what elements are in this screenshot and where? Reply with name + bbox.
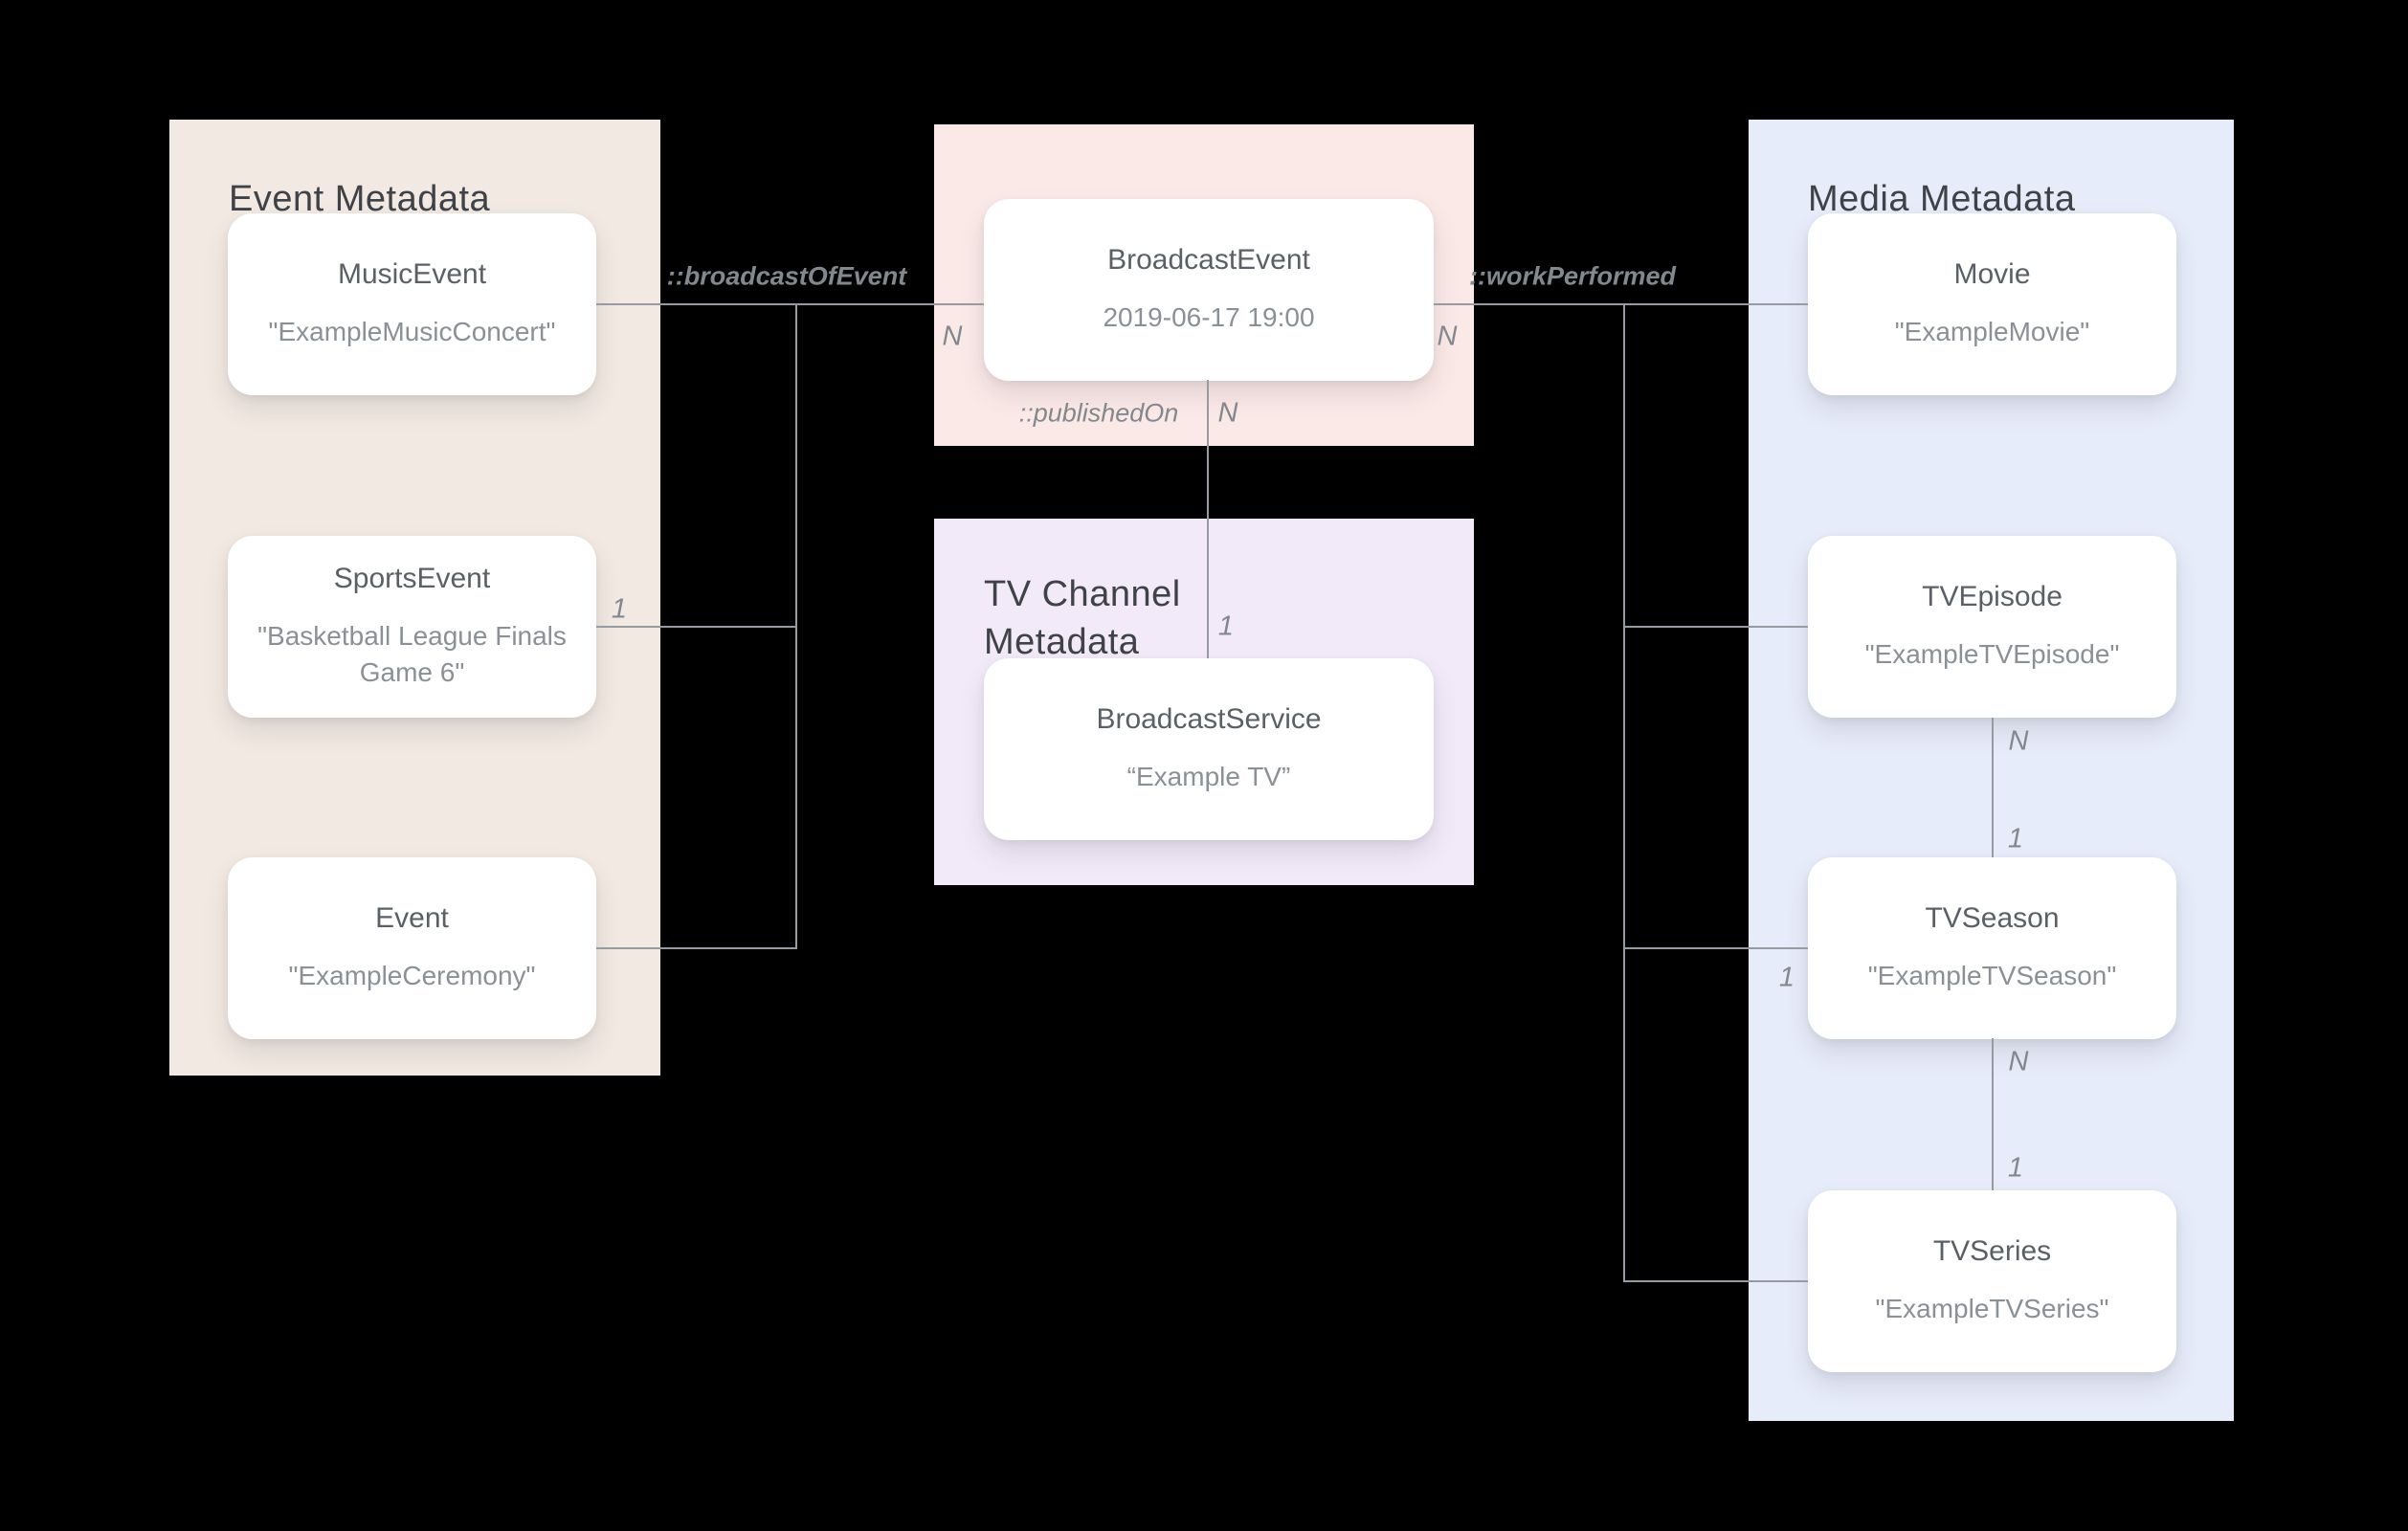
node-title: TVSeries xyxy=(1932,1235,2052,1268)
edge-label-published-on: ::publishedOn xyxy=(1018,398,1179,428)
panel-tv-channel-metadata: TV Channel Metadata BroadcastService “Ex… xyxy=(934,519,1474,885)
node-value: "Basketball League Finals Game 6" xyxy=(257,621,567,687)
edge-tvepisode-branch xyxy=(1624,626,1808,628)
cardinality-label: 1 xyxy=(2007,823,2024,854)
node-title: Event xyxy=(375,902,449,935)
cardinality-label: N xyxy=(2008,1046,2029,1077)
media-metadata-title: Media Metadata xyxy=(1808,178,2076,219)
node-tv-episode: TVEpisode "ExampleTVEpisode" xyxy=(1808,536,2176,718)
tv-channel-metadata-title: TV Channel Metadata xyxy=(984,573,1181,662)
node-value: 2019-06-17 19:00 xyxy=(1103,302,1315,333)
panel-event-metadata: Event Metadata MusicEvent "ExampleMusicC… xyxy=(169,120,660,1076)
node-broadcast-service: BroadcastService “Example TV” xyxy=(984,658,1434,840)
panel-media-metadata: Media Metadata Movie "ExampleMovie" TVEp… xyxy=(1749,120,2234,1421)
cardinality-label: 1 xyxy=(611,593,628,625)
edge-label-broadcast-of-event: ::broadcastOfEvent xyxy=(666,261,907,291)
node-tv-season: TVSeason "ExampleTVSeason" xyxy=(1808,857,2176,1039)
cardinality-label: N xyxy=(1217,397,1238,429)
edge-left-trunk xyxy=(795,303,797,949)
edge-musicevent-broadcastevent xyxy=(596,303,984,305)
edge-label-work-performed: ::workPerformed xyxy=(1468,261,1677,291)
node-sports-event: SportsEvent "Basketball League Finals Ga… xyxy=(228,536,596,718)
node-title: TVSeason xyxy=(1925,902,2060,935)
node-title: Movie xyxy=(1953,258,2031,291)
node-tv-series: TVSeries "ExampleTVSeries" xyxy=(1808,1190,2176,1372)
edge-right-trunk xyxy=(1623,303,1625,1282)
node-value: "ExampleTVEpisode" xyxy=(1864,639,2120,670)
node-movie: Movie "ExampleMovie" xyxy=(1808,213,2176,395)
node-value: “Example TV” xyxy=(1126,762,1291,792)
cardinality-label: N xyxy=(942,321,963,352)
edge-tvseason-tvseries xyxy=(1992,1038,1994,1190)
node-value: "ExampleMusicConcert" xyxy=(268,317,556,347)
node-value: "ExampleTVSeries" xyxy=(1875,1294,2109,1324)
node-broadcast-event: BroadcastEvent 2019-06-17 19:00 xyxy=(984,199,1434,381)
edge-tvseason-branch xyxy=(1624,947,1808,949)
node-music-event: MusicEvent "ExampleMusicConcert" xyxy=(228,213,596,395)
node-title: TVEpisode xyxy=(1922,581,2062,613)
node-title: MusicEvent xyxy=(337,258,487,291)
edge-sportsevent-branch xyxy=(596,626,795,628)
node-title: SportsEvent xyxy=(333,563,491,595)
cardinality-label: N xyxy=(1437,321,1458,352)
edge-broadcastevent-broadcastservice xyxy=(1207,380,1209,658)
node-value: "ExampleCeremony" xyxy=(288,961,536,991)
node-title: BroadcastService xyxy=(1096,703,1322,736)
panel-broadcast-event: BroadcastEvent 2019-06-17 19:00 xyxy=(934,124,1474,446)
cardinality-label: 1 xyxy=(2007,1152,2024,1184)
node-value: "ExampleMovie" xyxy=(1894,317,2090,347)
cardinality-label: 1 xyxy=(1778,962,1795,993)
edge-tvepisode-tvseason xyxy=(1992,718,1994,857)
cardinality-label: 1 xyxy=(1217,610,1235,642)
edge-tvseries-branch xyxy=(1624,1280,1808,1282)
node-event: Event "ExampleCeremony" xyxy=(228,857,596,1039)
node-title: BroadcastEvent xyxy=(1107,244,1310,277)
node-value: "ExampleTVSeason" xyxy=(1867,961,2117,991)
cardinality-label: N xyxy=(2008,725,2029,757)
event-metadata-title: Event Metadata xyxy=(229,178,491,219)
edge-event-branch xyxy=(596,947,795,949)
edge-broadcastevent-movie xyxy=(1434,303,1808,305)
